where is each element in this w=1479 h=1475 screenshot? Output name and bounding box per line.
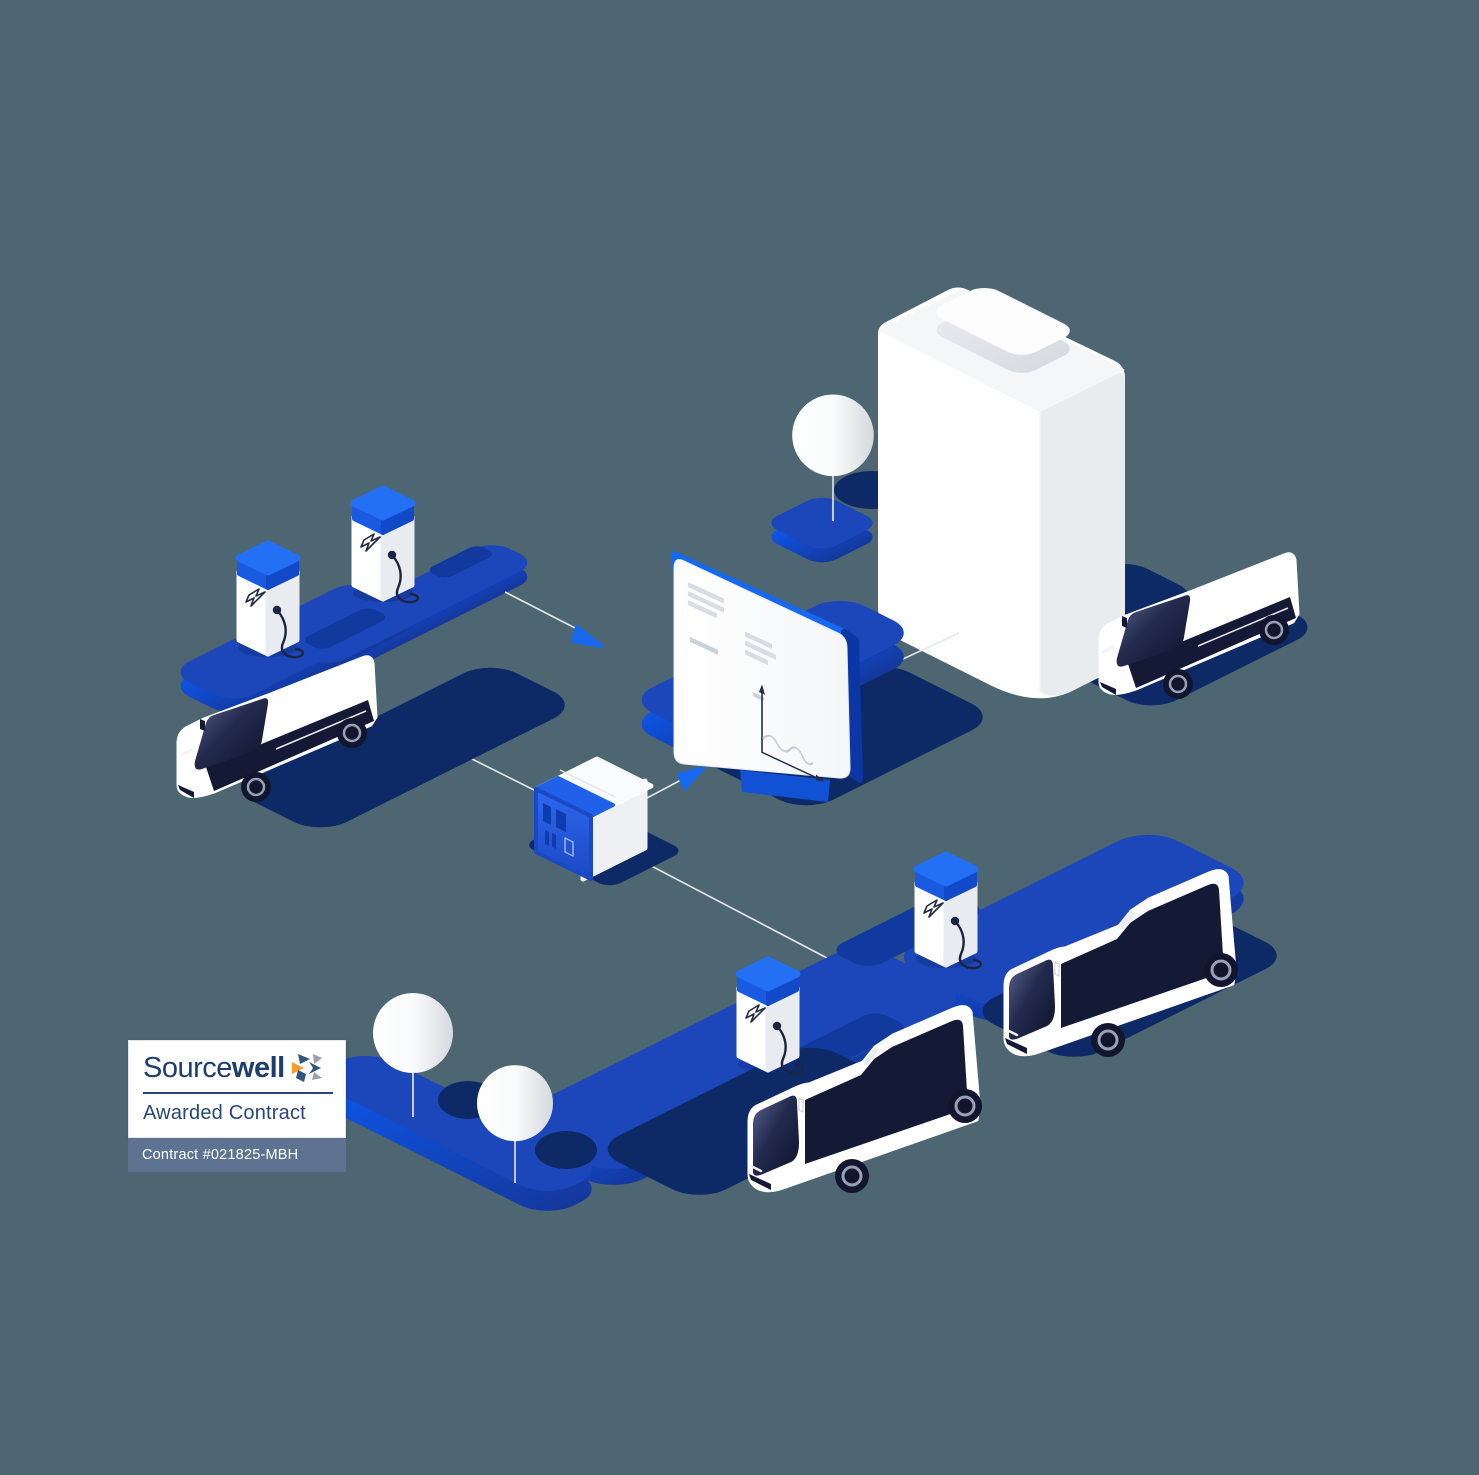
badge-divider	[143, 1092, 333, 1094]
screen-text-lines	[688, 581, 776, 702]
tree-platform	[771, 497, 873, 563]
monitoring-screen	[671, 551, 863, 802]
park-area	[321, 992, 597, 1211]
bus-depot	[517, 834, 1277, 1195]
flow-arrow	[677, 766, 705, 790]
park-platform	[321, 1055, 592, 1211]
flow-arrow	[571, 625, 603, 648]
brand-bold: well	[231, 1052, 285, 1084]
sourcewell-badge: Sourcewell Awarded Contract Contract #02…	[128, 1040, 346, 1172]
brand-regular: Source	[143, 1052, 232, 1084]
roof-slab	[936, 288, 1070, 373]
tree-shadow	[535, 1131, 597, 1169]
brand-name: Sourcewell	[143, 1053, 285, 1083]
van-platform-left	[245, 667, 565, 828]
badge-card: Sourcewell Awarded Contract	[128, 1040, 346, 1138]
connector-chargers-to-monitor	[504, 591, 603, 648]
contract-number-bar: Contract #021825-MBH	[128, 1138, 346, 1172]
ev-charging-pillar	[353, 489, 418, 602]
parking-bay	[305, 608, 386, 649]
ev-charging-pillar	[738, 960, 803, 1073]
sourcewell-logo-icon	[291, 1054, 322, 1082]
parking-bay	[429, 546, 492, 578]
connector-cabinet-to-buses	[639, 859, 828, 959]
office-building	[878, 287, 1125, 699]
power-cabinet	[534, 756, 654, 882]
ev-charging-pillar	[916, 855, 981, 968]
bus-lane	[517, 949, 957, 1185]
ev-charging-pillar	[238, 544, 303, 657]
award-text: Awarded Contract	[143, 1102, 306, 1124]
